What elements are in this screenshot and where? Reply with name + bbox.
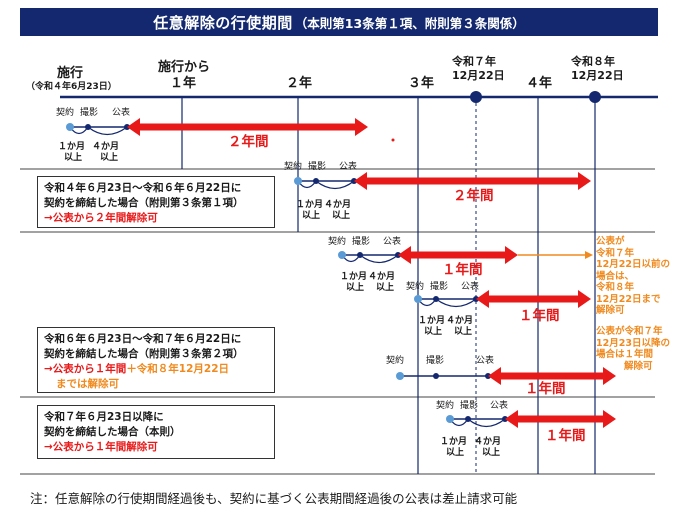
row3-4month-l1: ４か月 xyxy=(368,272,396,282)
row4-4month-l2: 以上 xyxy=(454,327,473,337)
row3-publish-label: 公表 xyxy=(383,237,402,247)
row6 xyxy=(446,410,616,428)
row5 xyxy=(396,367,616,385)
row6-duration: １年間 xyxy=(545,428,586,444)
note1-l1: 公表が xyxy=(596,236,625,247)
year4-label: ４年 xyxy=(526,76,553,91)
row5-duration: １年間 xyxy=(525,381,566,397)
case1-line1: 令和４年６月23日～令和６年６月22日に xyxy=(44,182,242,194)
case1-line2: 契約を締結した場合（附則第３条第１項） xyxy=(44,197,244,209)
year3-label: ３年 xyxy=(408,76,435,91)
year1-line1: 施行から xyxy=(158,60,211,75)
row3-duration: １年間 xyxy=(442,262,483,278)
row2-4month-l1: ４か月 xyxy=(324,200,352,210)
row5-publish-label: 公表 xyxy=(476,356,495,366)
note1-l3: 12月22日以前の xyxy=(596,259,670,270)
row2-duration: ２年間 xyxy=(453,188,494,204)
footer-note: 注：任意解除の行使期間経過後も、契約に基づく公表期間経過後の公表は差止請求可能 xyxy=(30,491,518,506)
row4 xyxy=(414,290,591,308)
case2-line2: 契約を締結した場合（附則第３条第２項） xyxy=(44,348,244,360)
row2-4month-l2: 以上 xyxy=(332,211,351,221)
case3-line3: →公表から１年間解除可 xyxy=(44,441,158,453)
side-note-2: 公表が令和７年 12月23日以降の 場合は１年間 解除可 xyxy=(596,326,670,372)
row2-1month-l2: 以上 xyxy=(302,211,321,221)
case-separators xyxy=(20,168,655,475)
row1-shoot-label: 撮影 xyxy=(80,108,99,118)
row2-shoot-label: 撮影 xyxy=(308,162,327,172)
row4-duration: １年間 xyxy=(519,308,560,324)
row2-publish-label: 公表 xyxy=(339,162,358,172)
note1-l7: 解除可 xyxy=(596,305,625,316)
row3-1month-l1: １か月 xyxy=(340,272,368,282)
row6-contract-label: 契約 xyxy=(436,401,455,411)
note1-l4: 場合は、 xyxy=(596,270,635,282)
start-label: 施行 xyxy=(57,66,84,81)
case1-line3: →公表から２年間解除可 xyxy=(44,212,158,224)
year-gridlines xyxy=(181,97,596,474)
year1-line2: １年 xyxy=(170,76,197,91)
row4-contract-label: 契約 xyxy=(406,282,425,292)
row1-4month-l2: 以上 xyxy=(100,153,119,163)
case1-box: 令和４年６月23日～令和６年６月22日に 契約を締結した場合（附則第３条第１項）… xyxy=(37,176,275,228)
row5-contract-label: 契約 xyxy=(386,356,405,366)
row5-shoot-label: 撮影 xyxy=(426,356,445,366)
row6-1month-l1: １か月 xyxy=(440,437,468,447)
case3-line2: 契約を締結した場合（本則） xyxy=(44,426,181,438)
row3-4month-l2: 以上 xyxy=(376,283,395,293)
row4-shoot-label: 撮影 xyxy=(430,282,449,292)
year2-label: ２年 xyxy=(286,76,313,91)
title-bar: 任意解除の行使期間 （本則第13条第１項、附則第３条関係） xyxy=(20,8,658,36)
r7-date-line2: 12月22日 xyxy=(452,69,505,82)
title-main: 任意解除の行使期間 xyxy=(153,13,293,32)
row6-publish-label: 公表 xyxy=(490,401,509,411)
row4-4month-l1: ４か月 xyxy=(446,316,474,326)
row1 xyxy=(66,118,395,142)
row1-1month-l1: １か月 xyxy=(58,142,86,152)
row1-contract-label: 契約 xyxy=(56,108,75,118)
row6-shoot-label: 撮影 xyxy=(460,401,479,411)
note2-l3: 場合は１年間 xyxy=(596,349,654,360)
r7-date-line1: 令和７年 xyxy=(452,55,496,68)
case3-line1: 令和７年６月23日以降に xyxy=(44,411,164,423)
row2-1month-l1: １か月 xyxy=(296,200,324,210)
case2-line3-red: →公表から１年間 xyxy=(44,363,127,375)
row3-shoot-label: 撮影 xyxy=(352,237,371,247)
row1-1month-l2: 以上 xyxy=(64,153,83,163)
row3-contract-label: 契約 xyxy=(328,237,347,247)
title-sub: （本則第13条第１項、附則第３条関係） xyxy=(294,15,525,31)
row3-1month-l2: 以上 xyxy=(346,283,365,293)
case2-line1: 令和６年６月23日～令和７年６月22日に xyxy=(44,333,242,345)
note1-l6: 12月22日まで xyxy=(596,293,661,305)
row6-1month-l2: 以上 xyxy=(446,448,465,458)
row4-1month-l2: 以上 xyxy=(424,327,443,337)
side-note-1: 公表が 令和７年 12月22日以前の 場合は、 令和８年 12月22日まで 解除… xyxy=(596,236,670,317)
case2-box: 令和６年６月23日～令和７年６月22日に 契約を締結した場合（附則第３条第２項）… xyxy=(37,327,275,393)
r8-date-line2: 12月22日 xyxy=(571,69,624,82)
row6-4month-l2: 以上 xyxy=(482,448,501,458)
case2-line4: までは解除可 xyxy=(56,378,119,390)
row4-publish-label: 公表 xyxy=(461,282,480,292)
main-timeline-axis xyxy=(60,91,658,103)
note1-l5: 令和８年 xyxy=(596,282,635,293)
case2-line3-orange: ＋令和８年12月22日 xyxy=(126,363,230,375)
start-date: （令和４年6月23日） xyxy=(26,82,117,92)
row2-contract-label: 契約 xyxy=(284,162,303,172)
r8-date-line1: 令和８年 xyxy=(571,55,615,68)
note2-l4: 解除可 xyxy=(624,360,653,372)
row1-4month-l1: ４か月 xyxy=(92,142,120,152)
row1-publish-label: 公表 xyxy=(112,108,131,118)
row4-1month-l1: １か月 xyxy=(418,316,446,326)
note1-l2: 令和７年 xyxy=(596,247,635,259)
row1-duration: ２年間 xyxy=(228,134,269,150)
note2-l1: 公表が令和７年 xyxy=(596,326,663,337)
note2-l2: 12月23日以降の xyxy=(596,337,670,349)
case3-box: 令和７年６月23日以降に 契約を締結した場合（本則） →公表から１年間解除可 xyxy=(37,405,275,459)
row3 xyxy=(338,246,593,264)
row6-4month-l1: ４か月 xyxy=(474,437,502,447)
row2 xyxy=(294,172,591,190)
